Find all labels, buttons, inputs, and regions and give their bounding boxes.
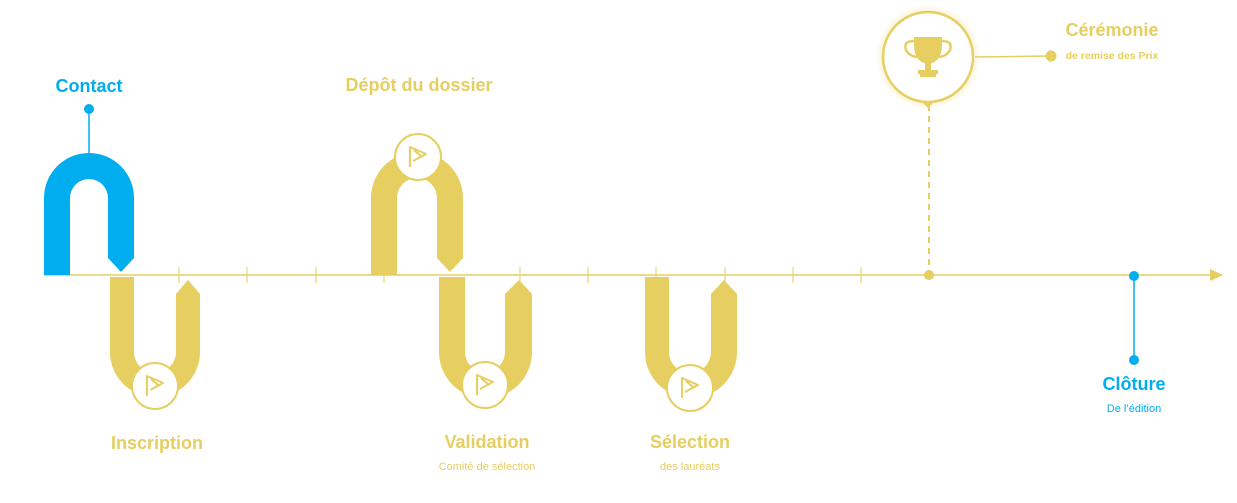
validation-title: Validation bbox=[444, 432, 530, 452]
depot-title: Dépôt du dossier bbox=[345, 75, 493, 95]
selection-flag-icon bbox=[666, 364, 714, 412]
timeline-arrowhead bbox=[1210, 269, 1223, 281]
inscription-flag-icon bbox=[131, 362, 179, 410]
ceremonie-title: Cérémonie bbox=[1065, 20, 1159, 40]
selection-title: Sélection bbox=[649, 432, 731, 452]
ceremonie-pointer-line bbox=[974, 55, 1051, 58]
contact-title: Contact bbox=[55, 76, 123, 96]
validation-subtitle: Comité de sélection bbox=[438, 461, 536, 473]
depot-arch bbox=[371, 152, 463, 275]
ceremonie-axis-dot bbox=[924, 270, 934, 280]
inscription-u bbox=[110, 277, 200, 397]
cloture-dot bbox=[1129, 355, 1139, 365]
ceremonie-subtitle: de remise des Prix bbox=[1065, 50, 1159, 62]
ceremonie-pointer-dot bbox=[1045, 50, 1057, 62]
trophy-icon bbox=[881, 10, 975, 108]
cloture-title: Clôture bbox=[1102, 374, 1166, 394]
validation-flag-icon bbox=[461, 361, 509, 409]
inscription-title: Inscription bbox=[110, 433, 204, 453]
contact-arch bbox=[44, 153, 134, 275]
selection-u bbox=[645, 277, 737, 398]
cloture-subtitle: De l’édition bbox=[1106, 403, 1162, 415]
cloture-axis-dot bbox=[1129, 271, 1139, 281]
validation-u bbox=[439, 277, 532, 399]
contact-dot bbox=[84, 104, 94, 114]
selection-subtitle: des lauréats bbox=[660, 461, 720, 473]
depot-flag-icon bbox=[394, 133, 442, 181]
